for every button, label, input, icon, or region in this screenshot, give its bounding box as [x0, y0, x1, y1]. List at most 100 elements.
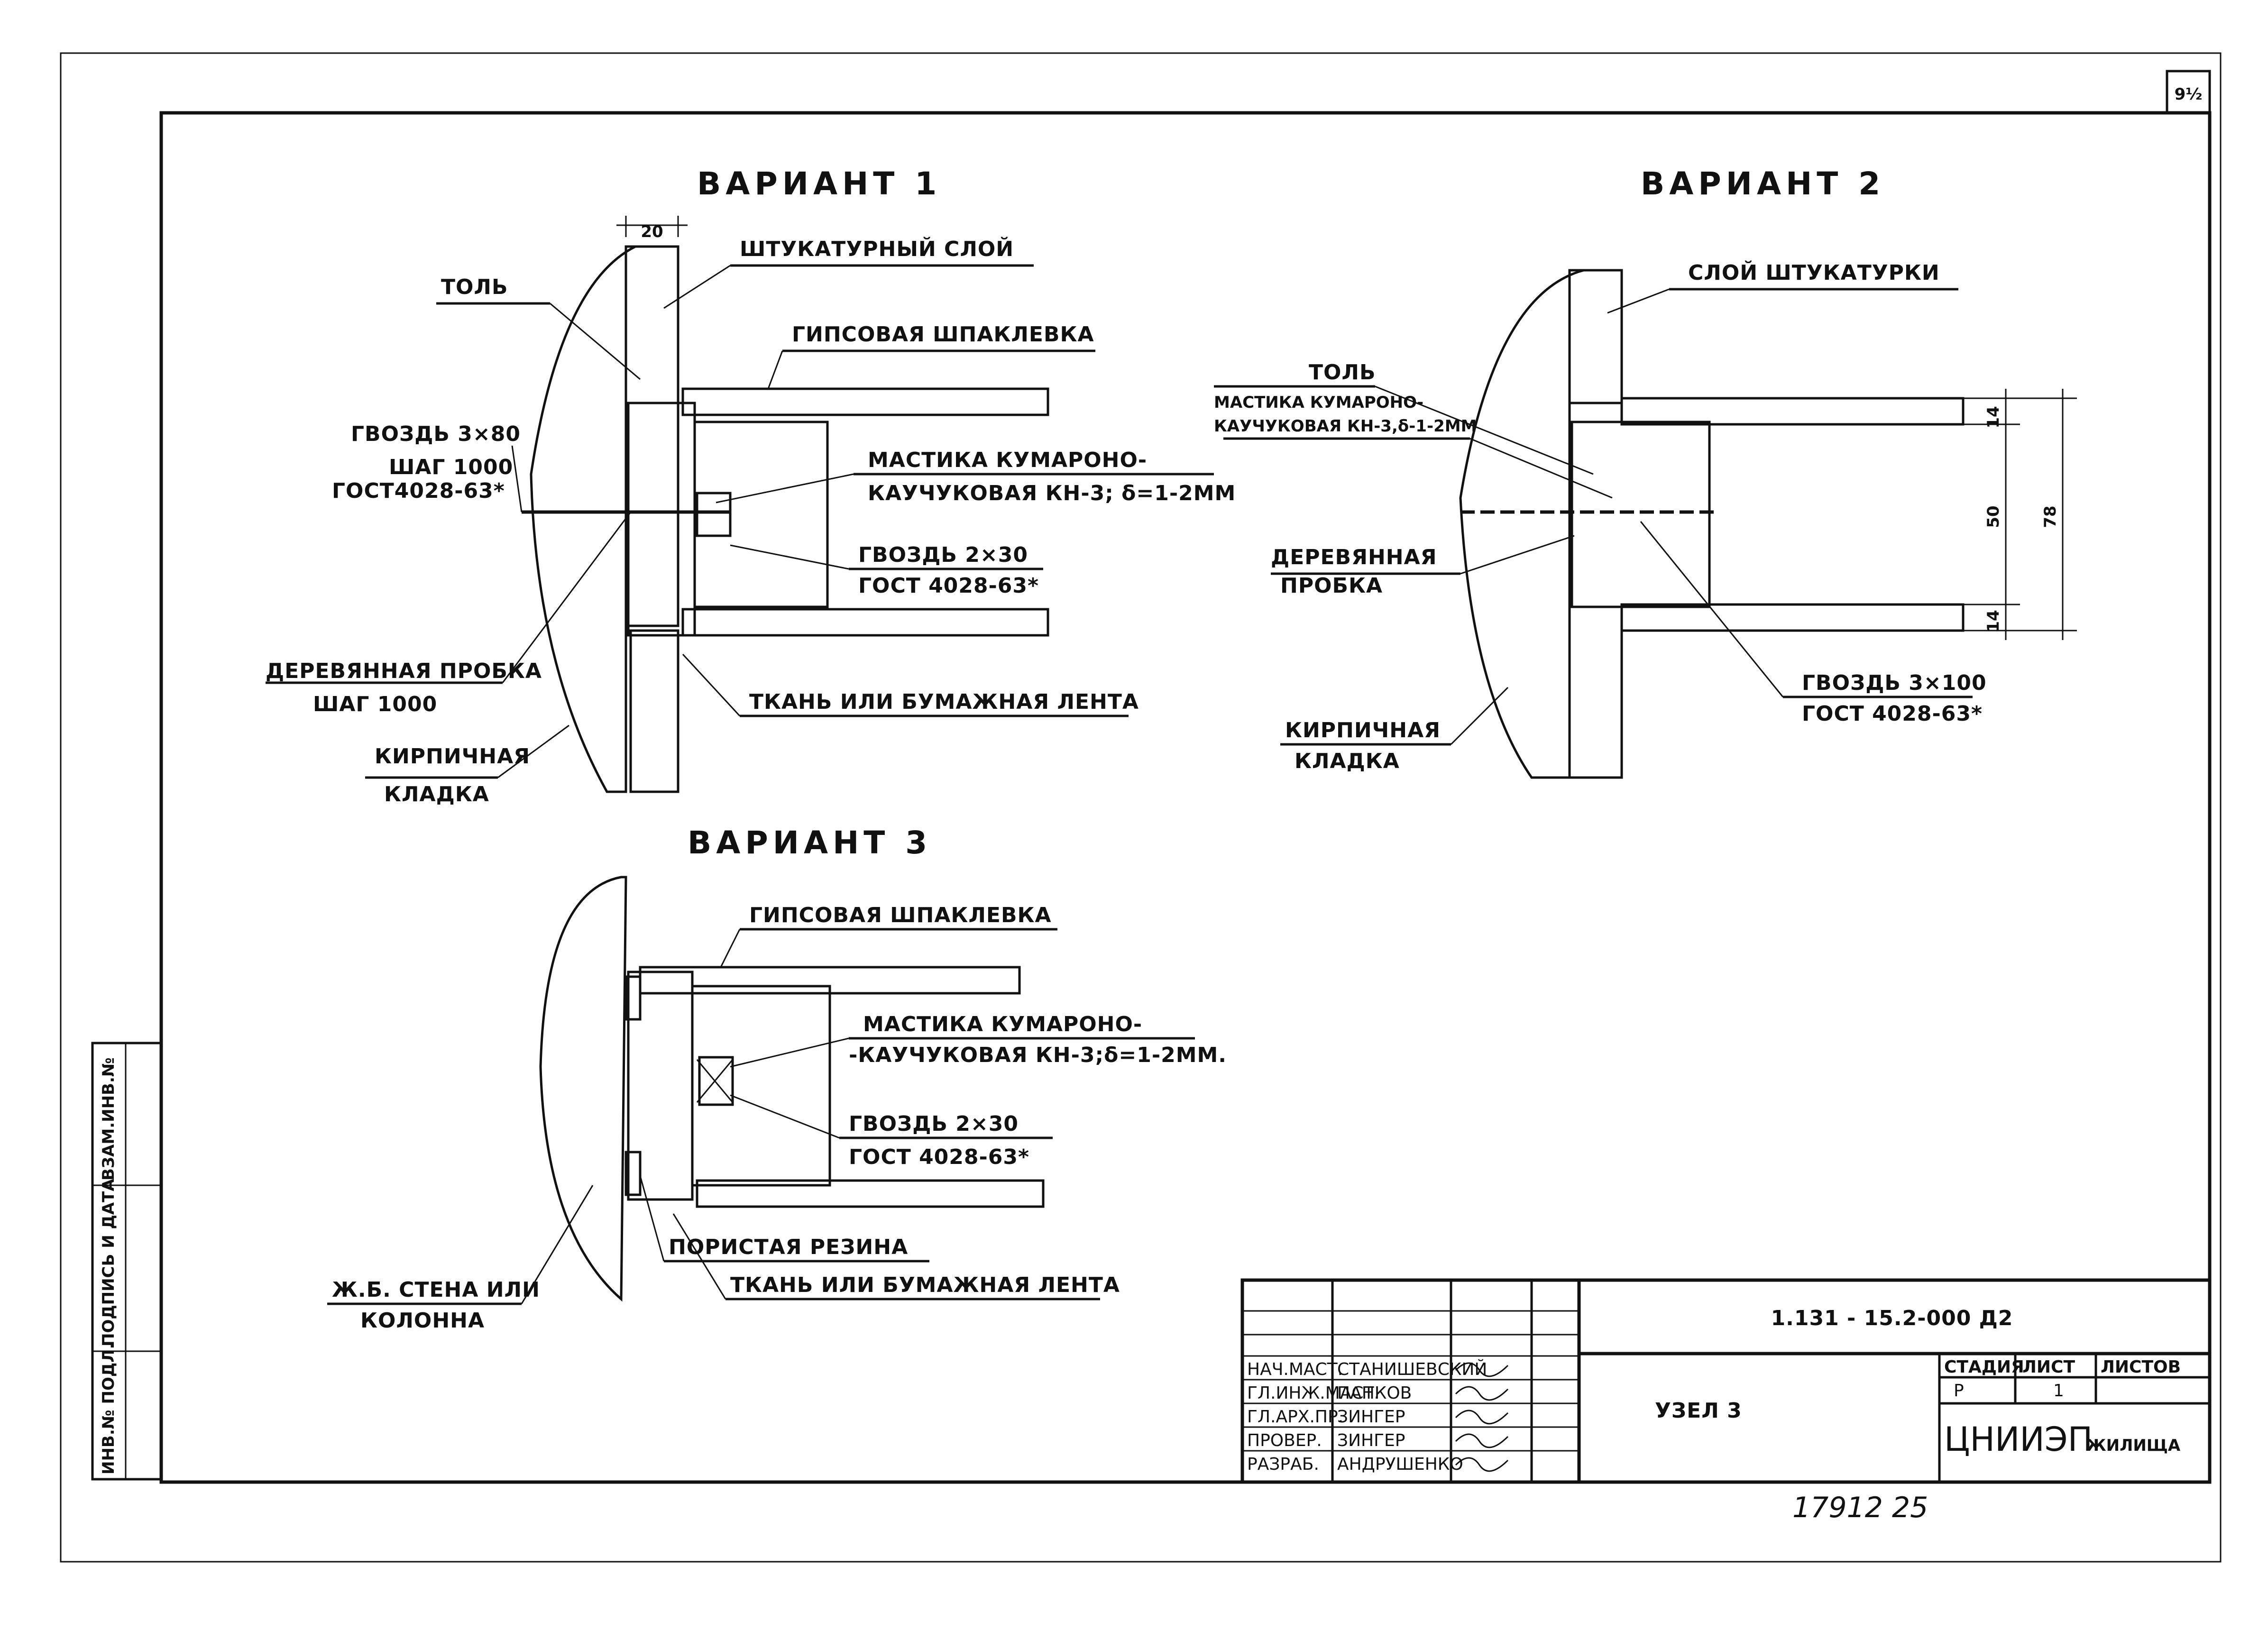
variant-1-wood-block	[693, 421, 829, 608]
name-3: ЗИНГЕР	[1337, 1431, 1405, 1450]
signature-3	[1455, 1433, 1509, 1448]
sheet-value: 1	[2053, 1381, 2064, 1401]
variant-1-label-brick-1: КИРПИЧНАЯ	[375, 744, 530, 769]
variant-2-partition-top	[1620, 397, 1965, 426]
variant-2-label-wood-plug-2: ПРОБКА	[1280, 574, 1383, 598]
variant-3-label-tape: ТКАНЬ ИЛИ БУМАЖНАЯ ЛЕНТА	[730, 1273, 1120, 1297]
variant-3-label-rubber: ПОРИСТАЯ РЕЗИНА	[669, 1235, 908, 1259]
variant-1-label-mastic-1: МАСТИКА КУМАРОНО-	[868, 448, 1147, 472]
variant-1-label-wood-plug: ДЕРЕВЯННАЯ ПРОБКА	[266, 659, 542, 683]
variant-3-partition-bottom	[696, 1179, 1045, 1208]
variant-1-wood-plug	[627, 402, 696, 637]
signature-4	[1455, 1457, 1509, 1472]
variant-1-partition-top	[681, 387, 1049, 416]
signature-1	[1455, 1386, 1509, 1401]
variant-2-dim-middle: 50	[1984, 505, 2003, 528]
variant-3-wood-block	[691, 985, 831, 1187]
variant-1-title: ВАРИАНТ 1	[697, 165, 941, 202]
variant-3-label-gypsum: ГИПСОВАЯ ШПАКЛЕВКА	[749, 903, 1052, 927]
variant-1-label-mastic-2: КАУЧУКОВАЯ КН-3; δ=1-2ММ	[868, 481, 1236, 505]
role-2: ГЛ.АРХ.ПР.	[1247, 1407, 1343, 1427]
role-3: ПРОВЕР.	[1247, 1431, 1322, 1450]
inner-frame	[159, 111, 2212, 1484]
name-4: АНДРУШЕНКО	[1337, 1455, 1463, 1474]
variant-1-label-tol: ТОЛЬ	[441, 275, 508, 299]
stamp-vzam-inv: ВЗАМ.ИНВ.№	[99, 1057, 118, 1181]
footer-number: 17912 25	[1792, 1491, 1928, 1524]
variant-3-label-mastic-1: МАСТИКА КУМАРОНО-	[863, 1012, 1142, 1036]
variant-2-label-nail: ГВОЗДЬ 3×100	[1802, 671, 1987, 695]
variant-3-title: ВАРИАНТ 3	[688, 824, 932, 861]
variant-2: ВАРИАНТ 2 14 50 78 14 СЛОЙ ШТУКАТУРКИ ТО…	[1214, 165, 2077, 779]
variant-2-brick-masonry	[1459, 269, 1584, 779]
variant-1-brick-masonry	[530, 245, 636, 793]
name-1: ПАНКОВ	[1337, 1383, 1412, 1403]
variant-1-plaster-upper	[624, 245, 679, 627]
role-1: ГЛ.ИНЖ.МАСТ.	[1247, 1383, 1379, 1403]
variant-3-label-nail-gost: ГОСТ 4028-63*	[849, 1145, 1029, 1169]
title-block: 1.131 - 15.2-000 Д2 НАЧ.МАСТ. СТАНИШЕВСК…	[1240, 1278, 2212, 1484]
variant-1-plaster-lower	[629, 629, 679, 793]
org-name: ЦНИИЭП	[1944, 1420, 2093, 1459]
sheets-header: ЛИСТОВ	[2101, 1357, 2181, 1377]
sheet-number: 9½	[2175, 85, 2203, 104]
variant-3-nail-head	[698, 1056, 734, 1106]
sheet-number-box	[2166, 70, 2211, 114]
variant-1-label-gypsum: ГИПСОВАЯ ШПАКЛЕВКА	[792, 322, 1094, 347]
role-0: НАЧ.МАСТ.	[1247, 1360, 1343, 1379]
variant-2-label-mastic-2: КАУЧУКОВАЯ КН-3,δ-1-2ММ	[1214, 417, 1477, 436]
org-suffix: ЖИЛИЩА	[2086, 1436, 2181, 1455]
signature-0	[1455, 1362, 1509, 1377]
sheet-header: ЛИСТ	[2022, 1357, 2075, 1377]
variant-1-label-nail-a-gost: ГОСТ4028-63*	[332, 479, 505, 503]
variant-2-plaster-upper	[1568, 269, 1623, 404]
variant-2-label-mastic-1: МАСТИКА КУМАРОНО-	[1214, 393, 1423, 412]
variant-2-label-brick-1: КИРПИЧНАЯ	[1285, 718, 1441, 742]
variant-1: ВАРИАНТ 1 20 ШТУКАТУРНЫЙ СЛОЙ ТОЛЬ ГИПСО…	[266, 165, 1236, 806]
variant-3-label-mastic-2: -КАУЧУКОВАЯ КН-3;δ=1-2ММ.	[849, 1043, 1227, 1067]
variant-1-label-nail-b-gost: ГОСТ 4028-63*	[858, 574, 1039, 598]
outer-frame	[60, 52, 2222, 1563]
variant-2-partition-bottom	[1620, 603, 1965, 632]
variant-3-rubber-bottom	[624, 1151, 642, 1196]
name-0: СТАНИШЕВСКИЙ	[1337, 1359, 1487, 1379]
variant-2-dim-total: 78	[2041, 505, 2060, 528]
stamp-signature-date: ПОДПИСЬ И ДАТА	[99, 1179, 118, 1346]
role-4: РАЗРАБ.	[1247, 1455, 1319, 1474]
variant-2-label-brick-2: КЛАДКА	[1295, 749, 1400, 773]
variant-3: ВАРИАНТ 3 ГИПСОВАЯ ШПАКЛЕВКА МАСТИКА КУМ…	[327, 824, 1227, 1333]
variant-2-title: ВАРИАНТ 2	[1641, 165, 1885, 202]
variant-1-nail-head	[696, 492, 732, 537]
variant-2-label-wood-plug-1: ДЕРЕВЯННАЯ	[1271, 545, 1437, 569]
stamp-inv-podl: ИНВ.№ ПОДЛ.	[99, 1343, 118, 1474]
signature-2	[1455, 1410, 1509, 1425]
variant-3-wood-plug	[627, 971, 694, 1201]
doc-code: 1.131 - 15.2-000 Д2	[1771, 1306, 2013, 1330]
side-stamp: ИНВ.№ ПОДЛ. ПОДПИСЬ И ДАТА ВЗАМ.ИНВ.№	[91, 1042, 163, 1481]
stage-header: СТАДИЯ	[1944, 1357, 2024, 1377]
variant-2-dim-bottom: 14	[1984, 610, 2003, 632]
variant-3-rubber-top	[624, 975, 642, 1021]
variant-3-label-wall-1: Ж.Б. СТЕНА ИЛИ	[332, 1278, 540, 1302]
variant-2-wood-plug	[1570, 421, 1711, 608]
variant-1-label-wood-plug-step: ШАГ 1000	[313, 692, 437, 716]
variant-1-partition-bottom	[681, 608, 1049, 637]
variant-2-dim-top: 14	[1984, 406, 2003, 428]
variant-3-concrete-wall	[539, 876, 627, 1302]
node-title: УЗЕЛ 3	[1655, 1399, 1742, 1423]
variant-1-label-brick-2: КЛАДКА	[384, 782, 489, 806]
variant-1-label-nail-a-step: ШАГ 1000	[389, 455, 513, 479]
stage-value: Р	[1954, 1381, 1964, 1401]
variant-2-label-plaster: СЛОЙ ШТУКАТУРКИ	[1688, 260, 1940, 285]
variant-1-label-plaster: ШТУКАТУРНЫЙ СЛОЙ	[740, 236, 1014, 261]
variant-2-label-nail-gost: ГОСТ 4028-63*	[1802, 702, 1983, 726]
name-2: ЗИНГЕР	[1337, 1407, 1405, 1427]
variant-2-label-tol: ТОЛЬ	[1309, 360, 1376, 385]
variant-2-plaster-lower	[1568, 605, 1623, 779]
variant-1-dimension: 20	[641, 222, 663, 241]
variant-3-label-nail: ГВОЗДЬ 2×30	[849, 1112, 1019, 1136]
variant-1-label-tape: ТКАНЬ ИЛИ БУМАЖНАЯ ЛЕНТА	[749, 690, 1139, 714]
variant-3-label-wall-2: КОЛОННА	[360, 1309, 485, 1333]
